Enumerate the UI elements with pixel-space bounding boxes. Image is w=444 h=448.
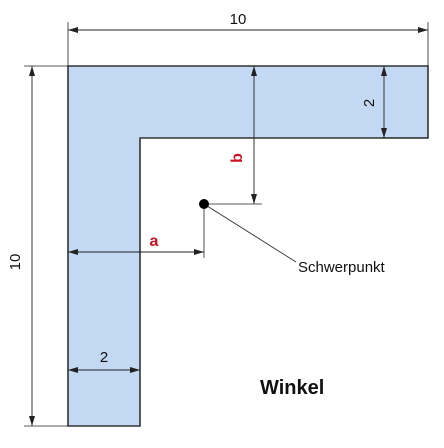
- centroid-dot: [199, 199, 209, 209]
- centroid: Schwerpunkt: [199, 199, 386, 276]
- left-thickness-label: 2: [100, 349, 108, 366]
- left-thickness-dimension: 2: [68, 349, 140, 373]
- a-dimension: a: [68, 204, 205, 258]
- height-label: 10: [7, 254, 24, 271]
- l-shape: [67, 65, 429, 427]
- width-label: 10: [230, 11, 247, 28]
- top-thickness-label: 2: [361, 99, 378, 107]
- width-dimension: 10: [67, 11, 429, 66]
- b-label: b: [229, 153, 246, 163]
- diagram-title: Winkel: [260, 377, 324, 399]
- height-dimension: 10: [7, 65, 68, 427]
- centroid-label: Schwerpunkt: [298, 259, 386, 276]
- top-thickness-dimension: 2: [361, 66, 428, 139]
- a-label: a: [150, 233, 159, 250]
- b-dimension: b: [204, 66, 262, 205]
